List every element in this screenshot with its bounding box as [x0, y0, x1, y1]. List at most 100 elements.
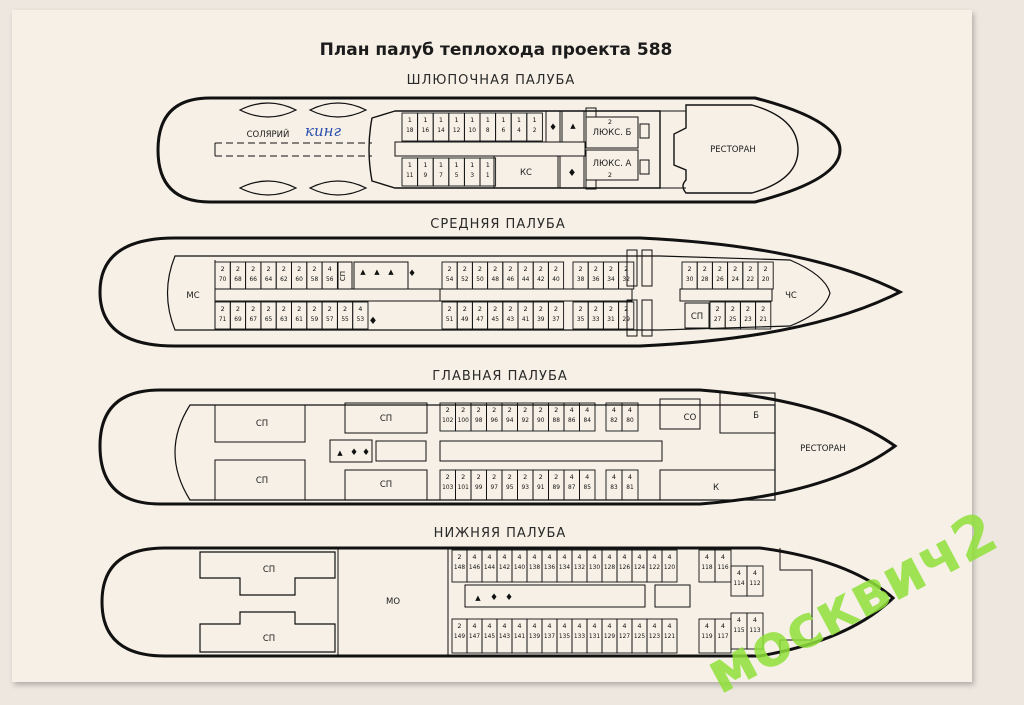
cabin-capacity: 1 — [486, 161, 490, 169]
cabin-number: 114 — [733, 579, 744, 587]
cabin: 245 — [487, 301, 504, 330]
cabin-number: 65 — [265, 315, 273, 323]
cabin-number: 115 — [733, 626, 744, 634]
cabin: 261 — [291, 301, 308, 330]
cabin-number: 34 — [607, 275, 615, 283]
cabin-number: 113 — [749, 626, 760, 634]
wc-icon: ♦ — [568, 168, 577, 179]
cabin-number: 2 — [533, 126, 537, 134]
cabin-number: 21 — [759, 315, 767, 323]
cabin: 234 — [602, 261, 620, 290]
cabin-capacity: 2 — [624, 305, 628, 313]
cabin: 225 — [724, 301, 741, 330]
cabin: 255 — [336, 301, 354, 330]
cabin-capacity: 2 — [297, 265, 301, 273]
cabin-number: 66 — [250, 275, 258, 283]
cabin-number: 6 — [502, 126, 506, 134]
cabin-capacity: 4 — [562, 553, 566, 561]
cabin: 14 — [510, 112, 528, 142]
cabin-number: 117 — [717, 632, 728, 640]
wc-room — [559, 155, 585, 189]
cabin: 116 — [417, 112, 434, 142]
main-deck-title: ГЛАВНАЯ ПАЛУБА — [432, 369, 568, 384]
cabin-number: 82 — [610, 416, 618, 424]
sp-label: СП — [263, 634, 275, 644]
cabin-number: 92 — [522, 416, 530, 424]
lux-a-capacity: 2 — [608, 171, 612, 179]
cabin: 269 — [229, 301, 247, 330]
cabin-capacity: 4 — [637, 622, 641, 630]
cabin: 486 — [563, 402, 580, 432]
sp-label: СП — [263, 565, 275, 575]
lower-deck: НИЖНЯЯ ПАЛУБА СП СП МО 21484146414441424… — [100, 526, 896, 658]
cabin-number: 43 — [507, 315, 515, 323]
cabin-capacity: 2 — [523, 406, 527, 414]
cabin-capacity: 2 — [457, 622, 461, 630]
cabin-number: 57 — [326, 315, 334, 323]
cabin: 15 — [448, 157, 465, 187]
cabin-number: 112 — [749, 579, 760, 587]
cabin-number: 47 — [476, 315, 484, 323]
cabin-number: 63 — [280, 315, 288, 323]
cabin: 231 — [602, 301, 620, 330]
cabin-capacity: 2 — [579, 305, 583, 313]
cabin-capacity: 4 — [562, 622, 566, 630]
cabin-number: 149 — [454, 632, 465, 640]
cabin-number: 4 — [517, 126, 521, 134]
cabin-capacity: 2 — [236, 265, 240, 273]
cabin: 224 — [727, 261, 744, 290]
cabin-number: 98 — [475, 416, 483, 424]
cabin-number: 32 — [622, 275, 630, 283]
cabin-capacity: 4 — [532, 553, 536, 561]
cabin-capacity: 2 — [446, 406, 450, 414]
wc-icon: ♦ — [362, 448, 370, 458]
cabin-capacity: 4 — [577, 553, 581, 561]
cabin-capacity: 2 — [251, 305, 255, 313]
svg-text:▲: ▲ — [388, 268, 394, 276]
cabin-capacity: 4 — [753, 616, 757, 624]
cabin-capacity: 2 — [266, 305, 270, 313]
lux-a-label: ЛЮКС. А — [593, 159, 632, 169]
lifeboat — [238, 180, 298, 196]
cabin: 484 — [579, 402, 596, 432]
cabin-number: 67 — [250, 315, 258, 323]
cabin-capacity: 4 — [622, 622, 626, 630]
triangle-icon: ▲ — [337, 449, 343, 457]
cabin-capacity: 1 — [423, 116, 427, 124]
cabin-capacity: 2 — [251, 265, 255, 273]
cabin-number: 70 — [219, 275, 227, 283]
cabin-capacity: 4 — [358, 305, 362, 313]
cabin-number: 52 — [461, 275, 469, 283]
cabin-number: 81 — [626, 483, 634, 491]
cabin: 250 — [471, 261, 489, 290]
cabin-number: 145 — [484, 632, 495, 640]
cabin-capacity: 4 — [517, 553, 521, 561]
cabin-number: 49 — [461, 315, 469, 323]
middle-deck-title: СРЕДНЯЯ ПАЛУБА — [430, 217, 565, 232]
cabin: 289 — [548, 469, 565, 501]
cabin-number: 126 — [619, 563, 630, 571]
cabin: 482 — [605, 402, 623, 432]
cabin: 257 — [321, 301, 338, 330]
cabin: 229 — [618, 301, 635, 330]
boat-restaurant-label: РЕСТОРАН — [710, 145, 756, 155]
cabin-capacity: 1 — [408, 116, 412, 124]
cabin-capacity: 2 — [477, 406, 481, 414]
middle-deck-hull — [98, 236, 904, 348]
lux-b-room — [585, 116, 639, 149]
cabin-number: 11 — [406, 171, 414, 179]
cabin: 268 — [229, 261, 247, 290]
cabin-number: 93 — [522, 483, 530, 491]
cabin-capacity: 4 — [570, 406, 574, 414]
